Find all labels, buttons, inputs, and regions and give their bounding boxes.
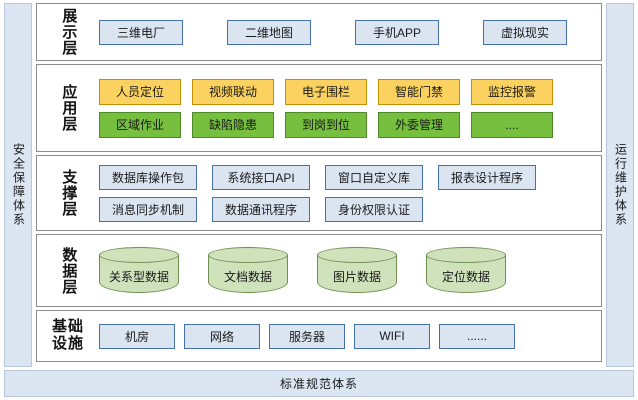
node-support-2[interactable]: 系统接口API — [212, 164, 310, 190]
node-application-8[interactable]: 到岗到位 — [285, 111, 367, 138]
right-side-band-operations: 运行维护体系 — [606, 3, 634, 367]
node-infrastructure-more[interactable]: ...... — [439, 323, 515, 349]
layer-infrastructure-body: 机房 网络 服务器 WIFI ...... — [95, 323, 595, 349]
layer-application: 应用层 人员定位 视频联动 电子围栏 智能门禁 监控报警 区域作业 缺陷隐患 到… — [36, 64, 602, 152]
cylinder-top-ellipse — [99, 246, 179, 263]
node-infrastructure-1[interactable]: 机房 — [99, 323, 175, 349]
layer-stack: 展示层 三维电厂 二维地图 手机APP 虚拟现实 应用层 人员定位 视频联动 — [36, 3, 602, 367]
node-support-5[interactable]: 消息同步机制 — [99, 196, 197, 222]
presentation-row: 三维电厂 二维地图 手机APP 虚拟现实 — [99, 19, 595, 45]
node-application-more[interactable]: .... — [471, 111, 553, 138]
support-row-1: 数据库操作包 系统接口API 窗口自定义库 报表设计程序 — [99, 164, 595, 190]
node-application-1[interactable]: 人员定位 — [99, 78, 181, 105]
layer-support-body: 数据库操作包 系统接口API 窗口自定义库 报表设计程序 消息同步机制 数据通讯… — [95, 164, 595, 222]
application-row-1: 人员定位 视频联动 电子围栏 智能门禁 监控报警 — [99, 78, 595, 105]
left-side-band-label: 安全保障体系 — [11, 143, 26, 227]
node-infrastructure-2[interactable]: 网络 — [184, 323, 260, 349]
support-row-2: 消息同步机制 数据通讯程序 身份权限认证 — [99, 196, 595, 222]
node-application-7[interactable]: 缺陷隐患 — [192, 111, 274, 138]
node-presentation-1[interactable]: 三维电厂 — [99, 19, 183, 45]
cylinder-label-2: 文档数据 — [223, 270, 272, 284]
node-application-4[interactable]: 智能门禁 — [378, 78, 460, 105]
node-application-6[interactable]: 区域作业 — [99, 111, 181, 138]
node-support-7[interactable]: 身份权限认证 — [325, 196, 423, 222]
node-support-4[interactable]: 报表设计程序 — [438, 164, 536, 190]
layer-application-label-text: 应用层 — [60, 84, 78, 132]
node-presentation-4[interactable]: 虚拟现实 — [483, 19, 567, 45]
cylinder-relational-data[interactable]: 关系型数据 — [99, 246, 179, 293]
layer-presentation: 展示层 三维电厂 二维地图 手机APP 虚拟现实 — [36, 3, 602, 61]
layer-data-label: 数据层 — [41, 247, 95, 295]
infrastructure-row: 机房 网络 服务器 WIFI ...... — [99, 323, 595, 349]
node-presentation-3[interactable]: 手机APP — [355, 19, 439, 45]
layer-data-body: 关系型数据 文档数据 图片数据 定位数据 — [95, 246, 595, 295]
node-infrastructure-4[interactable]: WIFI — [354, 323, 430, 349]
right-side-band-label: 运行维护体系 — [613, 143, 628, 227]
cylinder-top-ellipse — [208, 246, 288, 263]
cylinder-top-ellipse — [426, 246, 506, 263]
layer-application-label: 应用层 — [41, 84, 95, 132]
node-infrastructure-3[interactable]: 服务器 — [269, 323, 345, 349]
layer-application-body: 人员定位 视频联动 电子围栏 智能门禁 监控报警 区域作业 缺陷隐患 到岗到位 … — [95, 78, 595, 138]
node-support-1[interactable]: 数据库操作包 — [99, 164, 197, 190]
cylinder-label-1: 关系型数据 — [108, 270, 169, 284]
node-support-6[interactable]: 数据通讯程序 — [212, 196, 310, 222]
cylinder-top-ellipse — [317, 246, 397, 263]
layer-support-label: 支撑层 — [41, 169, 95, 217]
node-application-9[interactable]: 外委管理 — [378, 111, 460, 138]
cylinder-location-data[interactable]: 定位数据 — [426, 246, 506, 293]
cylinder-label-4: 定位数据 — [441, 270, 490, 284]
bottom-bar-standards: 标准规范体系 — [4, 370, 634, 397]
layer-support: 支撑层 数据库操作包 系统接口API 窗口自定义库 报表设计程序 消息同步机制 … — [36, 155, 602, 231]
node-support-3[interactable]: 窗口自定义库 — [325, 164, 423, 190]
cylinder-label-3: 图片数据 — [332, 270, 381, 284]
bottom-bar-label: 标准规范体系 — [279, 377, 358, 391]
cylinder-document-data[interactable]: 文档数据 — [208, 246, 288, 293]
cylinder-image-data[interactable]: 图片数据 — [317, 246, 397, 293]
layer-presentation-body: 三维电厂 二维地图 手机APP 虚拟现实 — [95, 19, 595, 45]
node-application-5[interactable]: 监控报警 — [471, 78, 553, 105]
layer-infrastructure: 基础设施 机房 网络 服务器 WIFI ...... — [36, 310, 602, 362]
layer-infrastructure-label: 基础设施 — [41, 318, 95, 353]
layer-infrastructure-label-text: 基础设施 — [51, 318, 84, 352]
left-side-band-security: 安全保障体系 — [4, 3, 32, 367]
application-row-2: 区域作业 缺陷隐患 到岗到位 外委管理 .... — [99, 111, 595, 138]
layer-data: 数据层 关系型数据 文档数据 — [36, 234, 602, 307]
data-row: 关系型数据 文档数据 图片数据 定位数据 — [99, 246, 595, 295]
layer-presentation-label-text: 展示层 — [60, 8, 78, 56]
layer-support-label-text: 支撑层 — [60, 169, 78, 217]
node-presentation-2[interactable]: 二维地图 — [227, 19, 311, 45]
node-application-3[interactable]: 电子围栏 — [285, 78, 367, 105]
node-application-2[interactable]: 视频联动 — [192, 78, 274, 105]
layer-data-label-text: 数据层 — [60, 246, 78, 295]
layer-presentation-label: 展示层 — [41, 8, 95, 56]
